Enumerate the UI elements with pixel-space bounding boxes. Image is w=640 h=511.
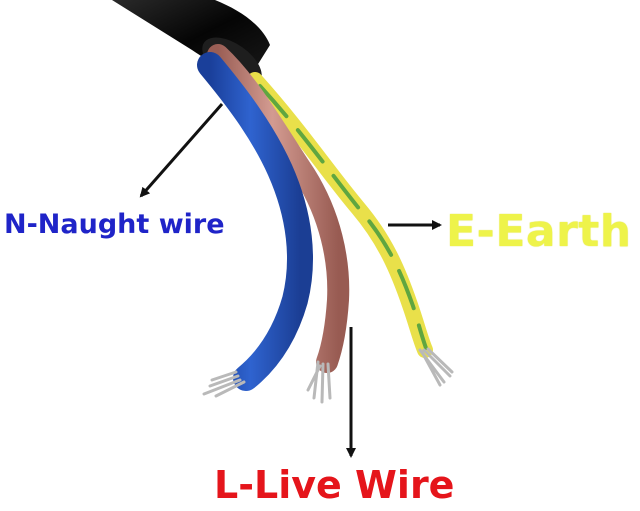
neutral-wire-label: N-Naught wire — [4, 209, 225, 240]
neutral-copper-strands — [202, 370, 246, 398]
earth-copper-strands — [418, 347, 454, 387]
neutral-wire — [197, 52, 313, 391]
live-copper-strands — [306, 360, 332, 404]
earth-wire-label: E-Earth — [446, 206, 632, 257]
earth-wire-stripe — [258, 84, 428, 350]
neutral-arrow — [139, 103, 224, 198]
live-wire-label: L-Live Wire — [214, 463, 455, 507]
live-wire — [207, 44, 350, 373]
